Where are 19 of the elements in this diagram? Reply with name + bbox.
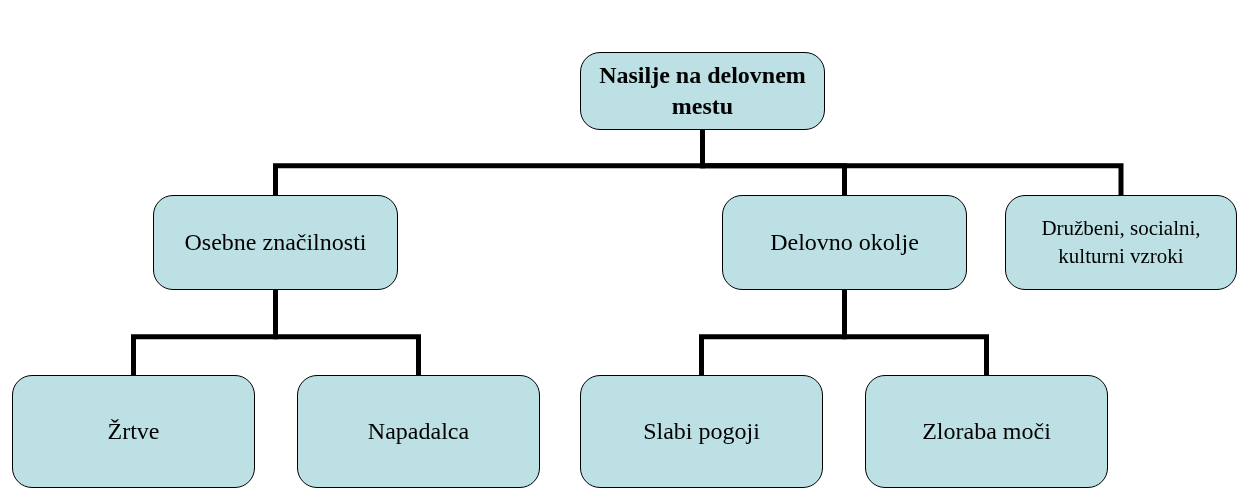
node-label: Napadalca: [367, 416, 470, 446]
node-label: Nasilje na delovnem mestu: [598, 60, 807, 121]
node-label: Slabi pogoji: [643, 416, 760, 446]
rounded-box: [722, 195, 967, 290]
node-label: Zloraba moči: [922, 416, 1051, 446]
connector-line: [842, 290, 989, 375]
node-label: Družbeni, socialni, kulturni vzroki: [1040, 215, 1202, 270]
node-label: Žrtve: [107, 416, 160, 446]
rounded-box: [865, 375, 1108, 488]
node-label: Delovno okolje: [770, 227, 919, 257]
rounded-box: [12, 375, 255, 488]
rounded-box: [580, 52, 825, 130]
rounded-box: [1005, 195, 1237, 290]
rounded-box: [297, 375, 540, 488]
node-label: Osebne značilnosti: [184, 227, 367, 257]
connector-line: [273, 290, 421, 375]
connector-line: [700, 130, 1124, 195]
rounded-box: [580, 375, 823, 488]
rounded-box: [153, 195, 398, 290]
